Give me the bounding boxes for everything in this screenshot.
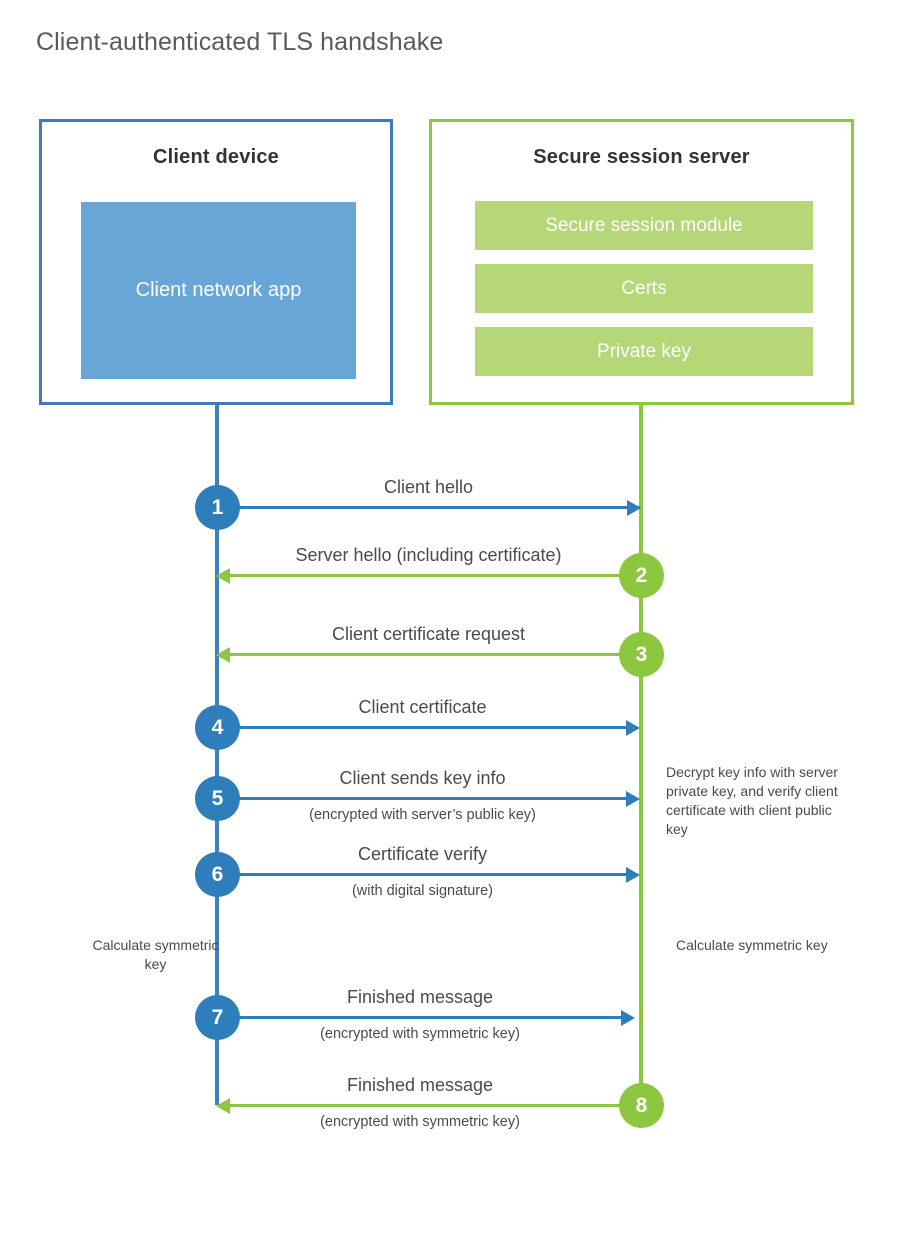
server-lifeline xyxy=(639,405,643,1105)
message-label-7: Finished message xyxy=(346,987,494,1007)
arrow-head-left-icon xyxy=(216,1098,230,1114)
message-arrow-line xyxy=(217,873,628,876)
message-label-2: Server hello (including certificate) xyxy=(295,545,562,565)
arrow-head-right-icon xyxy=(621,1010,635,1026)
server-module-label: Private key xyxy=(597,340,691,362)
step-marker-3[interactable]: 3 xyxy=(619,632,664,677)
message-arrow-line xyxy=(217,797,628,800)
message-sublabel-7: (encrypted with symmetric key) xyxy=(320,1026,520,1042)
step-number: 1 xyxy=(211,495,224,519)
step-number: 6 xyxy=(211,862,224,886)
annotation-calculate-symmetric-key-server: Calculate symmetric key xyxy=(676,937,828,953)
message-sublabel-5: (encrypted with server’s public key) xyxy=(309,807,536,823)
message-arrow-line xyxy=(217,726,628,729)
secure-session-server-title: Secure session server xyxy=(533,146,750,168)
client-network-app-block: Client network app xyxy=(81,202,356,379)
message-label-4: Client certificate xyxy=(358,697,487,717)
message-arrow-line xyxy=(226,653,644,656)
message-arrow-line xyxy=(217,506,640,509)
step-number: 2 xyxy=(635,563,648,587)
annotation-calculate-symmetric-key-client: Calculate symmetric key xyxy=(92,937,219,972)
message-label-6: Certificate verify xyxy=(357,844,488,864)
step-number: 8 xyxy=(635,1093,648,1117)
step-marker-6[interactable]: 6 xyxy=(195,852,240,897)
step-marker-7[interactable]: 7 xyxy=(195,995,240,1040)
server-module-private-key: Private key xyxy=(475,327,813,376)
message-sublabel-6: (with digital signature) xyxy=(351,883,494,899)
message-label-3: Client certificate request xyxy=(331,624,526,644)
server-module-certs: Certs xyxy=(475,264,813,313)
server-module-secure-session-module: Secure session module xyxy=(475,201,813,250)
step-marker-8[interactable]: 8 xyxy=(619,1083,664,1128)
step-number: 5 xyxy=(211,786,224,810)
client-network-app-label: Client network app xyxy=(135,279,302,301)
arrow-head-right-icon xyxy=(626,791,640,807)
step-marker-2[interactable]: 2 xyxy=(619,553,664,598)
client-device-title: Client device xyxy=(153,146,279,168)
arrow-head-left-icon xyxy=(216,647,230,663)
step-marker-5[interactable]: 5 xyxy=(195,776,240,821)
message-arrow-line xyxy=(226,1104,621,1107)
arrow-head-left-icon xyxy=(216,568,230,584)
step-number: 4 xyxy=(211,715,224,739)
client-lifeline xyxy=(215,405,219,1105)
arrow-head-right-icon xyxy=(627,500,641,516)
message-arrow-line xyxy=(226,574,644,577)
message-arrow-line xyxy=(217,1016,623,1019)
step-marker-1[interactable]: 1 xyxy=(195,485,240,530)
server-module-label: Secure session module xyxy=(545,214,743,236)
message-label-5: Client sends key info xyxy=(339,768,506,788)
message-sublabel-8: (encrypted with symmetric key) xyxy=(320,1114,520,1130)
step-marker-4[interactable]: 4 xyxy=(195,705,240,750)
arrow-head-right-icon xyxy=(626,720,640,736)
message-label-8: Finished message xyxy=(346,1075,494,1095)
step-number: 7 xyxy=(211,1005,224,1029)
step-number: 3 xyxy=(635,642,648,666)
server-module-label: Certs xyxy=(621,277,667,299)
annotation-decrypt-key-info: Decrypt key info with server private key… xyxy=(666,764,838,837)
message-label-1: Client hello xyxy=(383,477,474,497)
page-title: Client-authenticated TLS handshake xyxy=(36,28,444,56)
client-device-box: Client device Client network app xyxy=(39,119,393,405)
secure-session-server-box: Secure session server Secure session mod… xyxy=(429,119,854,405)
arrow-head-right-icon xyxy=(626,867,640,883)
